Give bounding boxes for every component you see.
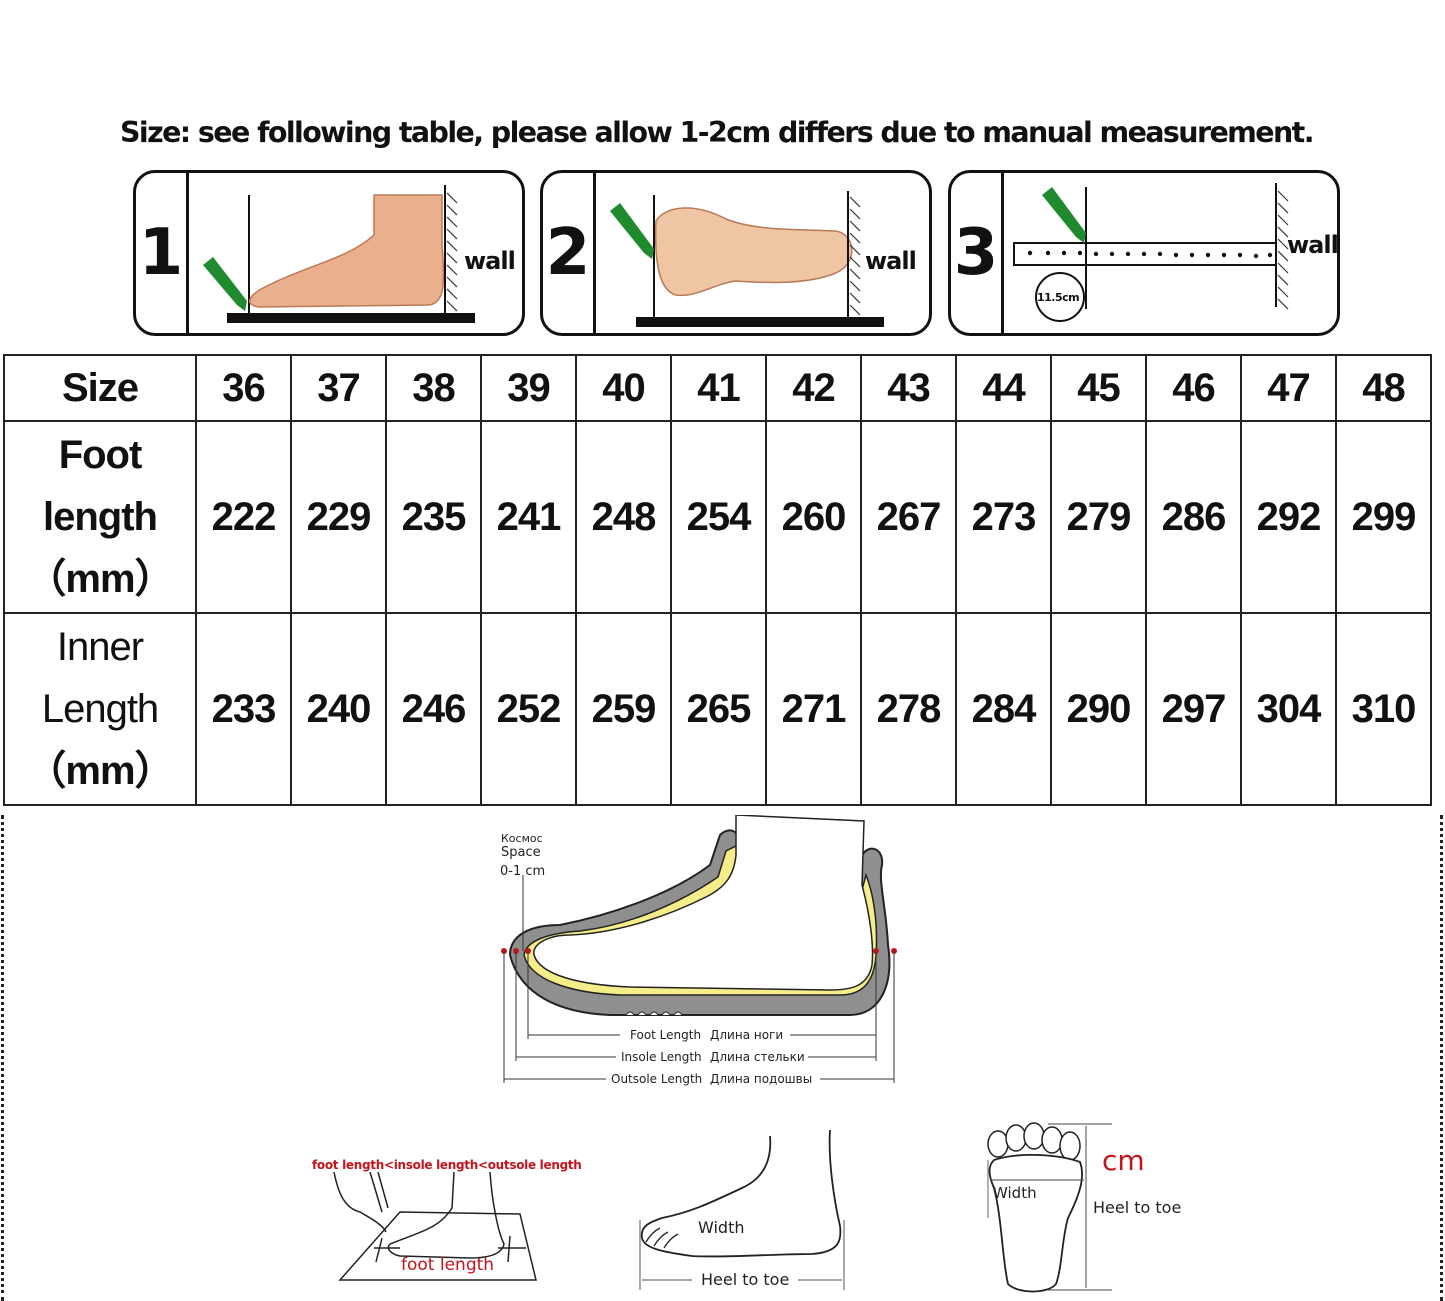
table-cell: 240 (290, 612, 387, 806)
size-cell: 43 (860, 354, 957, 422)
table-cell: 259 (575, 612, 672, 806)
table-cell: 254 (670, 420, 767, 614)
table-cell: 286 (1145, 420, 1242, 614)
table-cell: 278 (860, 612, 957, 806)
outsole-length-en: Outsole Length (611, 1072, 703, 1086)
space-label-ru: Космос (501, 832, 543, 845)
table-row: Foot length （mm） 222 229 235 241 248 254… (3, 420, 1432, 614)
ruler-icon (1013, 183, 1289, 322)
table-cell: 267 (860, 420, 957, 614)
table-cell: 304 (1240, 612, 1337, 806)
size-cell: 46 (1145, 354, 1242, 422)
table-cell: 292 (1240, 420, 1337, 614)
size-cell: 45 (1050, 354, 1147, 422)
wall-label: wall (464, 247, 516, 275)
size-cell: 47 (1240, 354, 1337, 422)
foot-length-ru: Длина ноги (710, 1028, 784, 1042)
table-cell: 273 (955, 420, 1052, 614)
step-3-panel: 3 wall 11.5cm (948, 170, 1340, 336)
sole-heel-to-toe-label: Heel to toe (1093, 1198, 1182, 1217)
right-border (1440, 815, 1445, 1301)
inner-length-label: Inner Length （mm） (3, 612, 197, 806)
sole-width-label: Width (993, 1184, 1037, 1202)
table-cell: 222 (195, 420, 292, 614)
table-row: Inner Length （mm） 233 240 246 252 259 26… (3, 612, 1432, 806)
table-cell: 265 (670, 612, 767, 806)
size-cell: 40 (575, 354, 672, 422)
table-cell: 284 (955, 612, 1052, 806)
foot-side-outline-icon (639, 1130, 845, 1290)
size-cell: 44 (955, 354, 1052, 422)
table-cell: 233 (195, 612, 292, 806)
unit-cm-label: cm (1102, 1144, 1145, 1177)
step-2-panel: 2 wall (540, 170, 932, 336)
side-width-label: Width (698, 1218, 745, 1237)
size-table: Size 36 37 38 39 40 41 42 43 44 45 46 47… (3, 354, 1432, 806)
step-number: 2 (543, 173, 596, 333)
foot-length-label: Foot length （mm） (3, 420, 197, 614)
step-1-panel: 1 wall (133, 170, 525, 336)
size-cell: 41 (670, 354, 767, 422)
foot-sole-view-icon (610, 191, 884, 327)
length-comparison-text: foot length<insole length<outsole length (312, 1158, 582, 1172)
outsole-length-ru: Длина подошвы (710, 1072, 813, 1086)
size-cell: 42 (765, 354, 862, 422)
table-cell: 235 (385, 420, 482, 614)
size-header-row: Size 36 37 38 39 40 41 42 43 44 45 46 47… (3, 354, 1432, 422)
space-label-en: Space (501, 845, 541, 860)
size-cell: 36 (195, 354, 292, 422)
foot-length-label: foot length (401, 1255, 495, 1275)
wall-label: wall (865, 247, 917, 275)
size-instruction-heading: Size: see following table, please allow … (120, 116, 1315, 149)
table-cell: 290 (1050, 612, 1147, 806)
table-cell: 297 (1145, 612, 1242, 806)
foot-length-en: Foot Length (630, 1028, 702, 1042)
insole-length-en: Insole Length (621, 1050, 702, 1064)
space-value: 0-1 cm (500, 864, 546, 879)
insole-length-ru: Длина стельки (710, 1050, 805, 1064)
step-number: 1 (136, 173, 189, 333)
table-cell: 246 (385, 612, 482, 806)
table-cell: 271 (765, 612, 862, 806)
size-cell: 39 (480, 354, 577, 422)
size-cell: 37 (290, 354, 387, 422)
table-cell: 248 (575, 420, 672, 614)
step-number: 3 (951, 173, 1004, 333)
foot-sole-outline-icon (987, 1122, 1112, 1293)
size-cell: 38 (385, 354, 482, 422)
table-cell: 260 (765, 420, 862, 614)
foot-on-paper-icon (333, 1172, 537, 1281)
table-cell: 299 (1335, 420, 1432, 614)
measurement-label: 11.5cm (1037, 291, 1080, 304)
table-cell: 252 (480, 612, 577, 806)
wall-label: wall (1287, 231, 1338, 259)
table-cell: 241 (480, 420, 577, 614)
foot-side-view-icon (203, 185, 475, 323)
table-cell: 229 (290, 420, 387, 614)
size-header-label: Size (3, 354, 197, 422)
size-cell: 48 (1335, 354, 1432, 422)
table-cell: 310 (1335, 612, 1432, 806)
table-cell: 279 (1050, 420, 1147, 614)
shoe-cross-section-icon (501, 815, 897, 1083)
side-heel-to-toe-label: Heel to toe (701, 1270, 790, 1289)
left-border (1, 815, 6, 1301)
